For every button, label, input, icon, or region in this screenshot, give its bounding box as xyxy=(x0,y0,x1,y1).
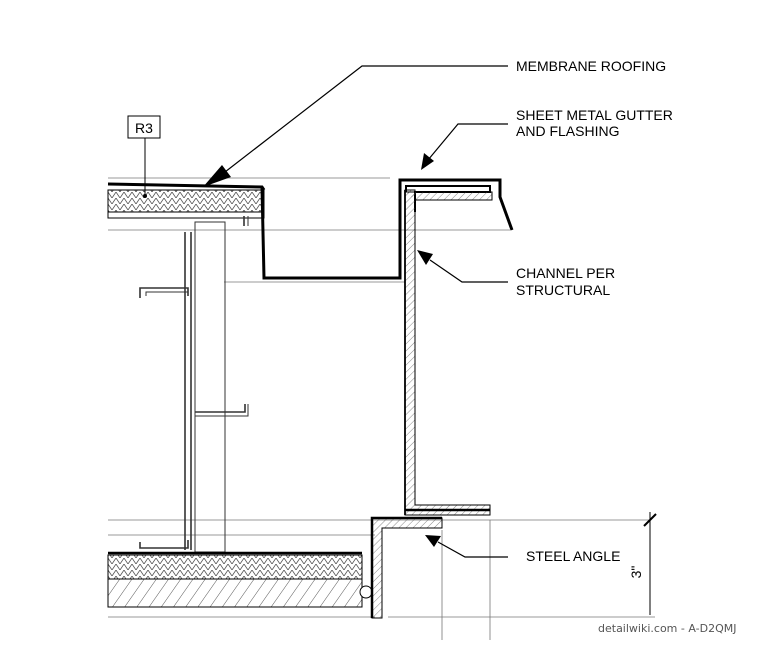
watermark: detailwiki.com - A-D2QMJ xyxy=(598,622,736,635)
steel-angle xyxy=(370,516,443,619)
label-channel-line2: STRUCTURAL xyxy=(516,282,610,298)
vertical-framing xyxy=(139,216,249,553)
dimension-label: 3" xyxy=(628,566,644,579)
leader-gutter xyxy=(421,123,508,170)
reference-lines xyxy=(108,177,655,640)
label-steel-angle: STEEL ANGLE xyxy=(526,548,620,564)
r3-tag: R3 xyxy=(127,115,161,198)
upper-roof-deck xyxy=(107,182,266,219)
leader-angle xyxy=(425,535,508,558)
structural-channel xyxy=(404,189,493,516)
label-gutter-line1: SHEET METAL GUTTER xyxy=(516,107,673,123)
sheet-metal-gutter xyxy=(260,178,514,280)
label-gutter-line2: AND FLASHING xyxy=(516,123,619,139)
dimension-3in: 3" xyxy=(628,512,657,615)
leader-membrane xyxy=(203,65,508,187)
label-membrane-roofing: MEMBRANE ROOFING xyxy=(516,58,666,74)
label-channel-line1: CHANNEL PER xyxy=(516,265,615,281)
lower-roof-deck xyxy=(107,551,373,608)
leader-channel xyxy=(417,250,508,283)
r3-tag-text: R3 xyxy=(135,120,153,136)
